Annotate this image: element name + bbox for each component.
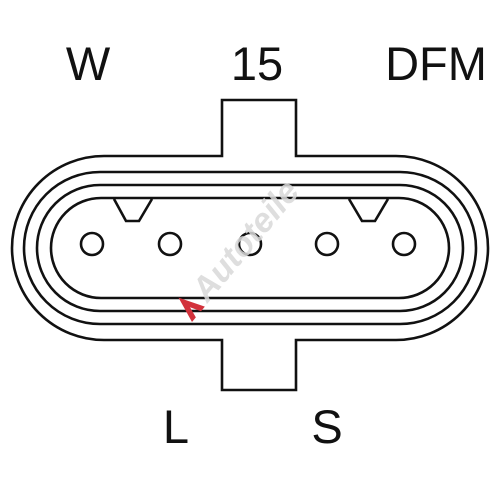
coding-notch-left: [112, 198, 154, 223]
coding-notch-right: [347, 198, 390, 223]
pin-5: [391, 231, 417, 257]
connector-housing: [10, 98, 490, 392]
label-15: 15: [231, 37, 283, 90]
pin-2: [157, 231, 183, 257]
watermark: Autoteile: [178, 173, 307, 322]
pin-chamber: [49, 196, 451, 300]
housing-lip-contour: [35, 183, 465, 313]
pin-1: [79, 231, 105, 257]
pin-4: [314, 231, 340, 257]
label-w: W: [66, 37, 111, 90]
label-l: L: [163, 400, 189, 453]
label-s: S: [311, 400, 342, 453]
watermark-logo-mark: [178, 297, 205, 322]
watermark-text: Autoteile: [184, 173, 307, 310]
label-dfm: DFM: [385, 37, 487, 90]
housing-inner-contour: [22, 170, 478, 326]
pin-3: [237, 231, 263, 257]
